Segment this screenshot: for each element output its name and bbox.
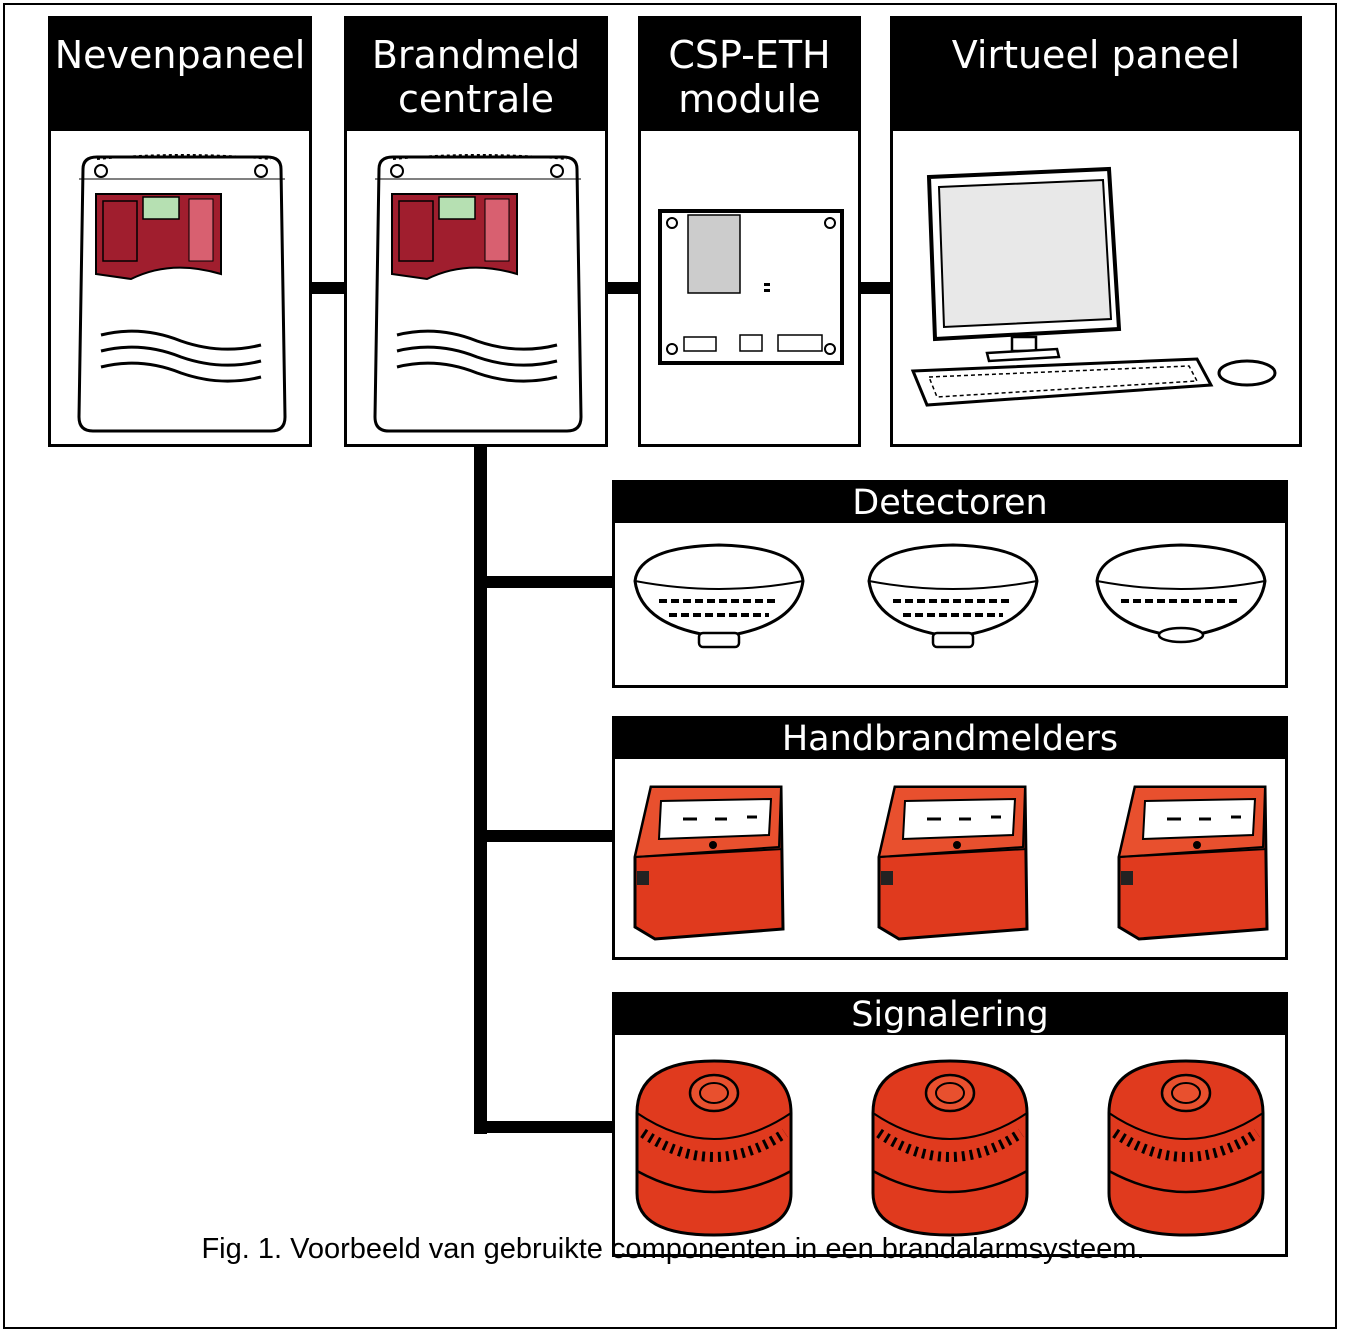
panel-virtueel-paneel: Virtueel paneel <box>890 16 1302 447</box>
connector-signalering <box>474 1121 616 1133</box>
panel-subtitle: centrale <box>397 77 555 121</box>
smoke-detector-icon <box>867 543 1039 649</box>
panel-header: Brandmeld centrale <box>347 19 605 131</box>
computer-icon <box>910 166 1277 407</box>
panel-nevenpaneel: Nevenpaneel <box>48 16 312 447</box>
group-handbrandmelders: Handbrandmelders <box>612 716 1288 960</box>
panel-brandmeld-centrale: Brandmeld centrale <box>344 16 608 447</box>
panel-title: Nevenpaneel <box>54 33 306 77</box>
figure-frame <box>3 3 1337 1329</box>
sounder-icon <box>635 1059 793 1237</box>
panel-title: CSP-ETH <box>668 33 831 77</box>
panel-header: Nevenpaneel <box>51 19 309 131</box>
group-signalering: Signalering <box>612 992 1288 1257</box>
control-panel-icon <box>373 154 583 433</box>
sounder-icon <box>871 1059 1029 1237</box>
control-panel-icon <box>77 154 287 433</box>
connector-brandmeld-csp <box>604 282 642 294</box>
panel-header: CSP-ETH module <box>641 19 858 131</box>
connector-csp-virtueel <box>857 282 894 294</box>
circuit-board-icon <box>658 209 844 365</box>
heat-detector-icon <box>1095 543 1267 644</box>
group-title: Detectoren <box>615 483 1285 523</box>
panel-title: Virtueel paneel <box>951 33 1241 77</box>
panel-title: Brandmeld <box>371 33 581 77</box>
connector-nevenpaneel-brandmeld <box>308 282 348 294</box>
bus-vertical <box>474 444 487 1134</box>
figure-caption: Fig. 1. Voorbeeld van gebruikte componen… <box>201 1233 1145 1265</box>
group-title: Signalering <box>615 995 1285 1035</box>
group-title: Handbrandmelders <box>615 719 1285 759</box>
connector-detectoren <box>474 576 616 588</box>
smoke-detector-icon <box>633 543 805 649</box>
group-detectoren: Detectoren <box>612 480 1288 688</box>
panel-header: Virtueel paneel <box>893 19 1299 131</box>
manual-call-point-icon <box>633 785 785 941</box>
manual-call-point-icon <box>877 785 1029 941</box>
connector-handbrandmelders <box>474 830 616 842</box>
sounder-icon <box>1107 1059 1265 1237</box>
panel-csp-eth-module: CSP-ETH module <box>638 16 861 447</box>
manual-call-point-icon <box>1117 785 1269 941</box>
panel-subtitle: module <box>678 77 821 121</box>
